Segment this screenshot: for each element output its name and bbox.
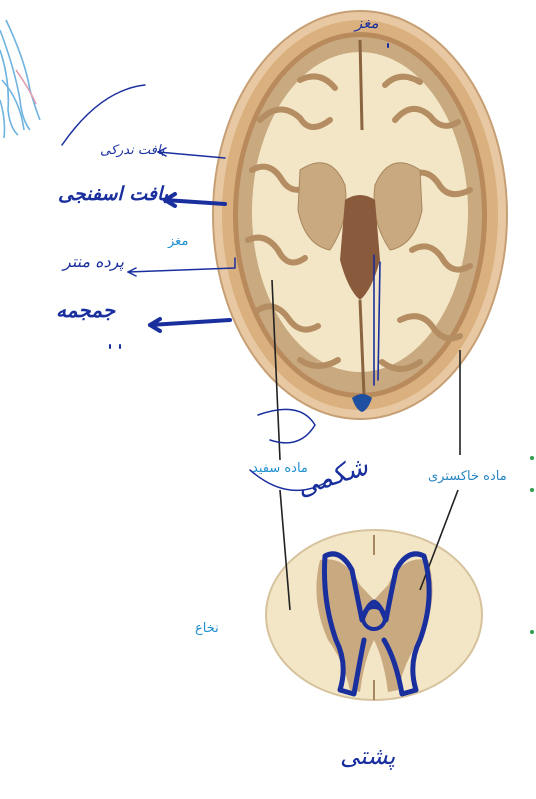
hand-illustration: [0, 20, 40, 138]
edge-dot-1: [530, 456, 534, 460]
arrow-1: [158, 152, 225, 158]
handwritten-skull: جمجمه: [56, 298, 115, 322]
gray-matter-label: ماده خاکستری: [428, 469, 507, 484]
spinal-cord-label: نخاع: [195, 621, 219, 636]
handwritten-bottom-note: پشتی: [340, 742, 395, 770]
arrow-4: [150, 320, 230, 325]
curve-top: [62, 85, 145, 145]
handwritten-spongy-tissue: بافت اسفنجی: [58, 183, 168, 205]
brain-cross-section: [213, 11, 507, 419]
edge-dot-3: [530, 630, 534, 634]
spinal-cord-section: [266, 530, 482, 700]
handwritten-bone-tissue: بافت ندرکی: [100, 143, 164, 158]
handwritten-top-note: مغز: [355, 14, 379, 32]
edge-dot-2: [530, 488, 534, 492]
brain-label: مغز: [168, 234, 188, 249]
handwritten-membrane: پرده منتر: [63, 252, 124, 271]
